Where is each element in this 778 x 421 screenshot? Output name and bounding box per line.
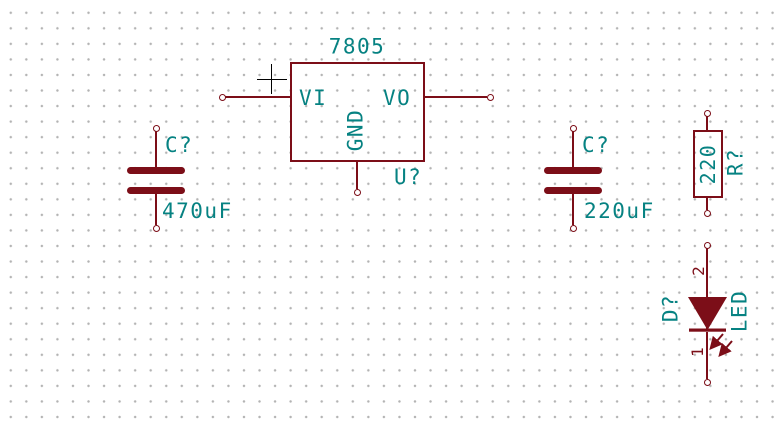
led-triangle[interactable]	[688, 297, 727, 330]
cursor-crosshair-horizontal	[257, 78, 287, 80]
regulator-ref-label[interactable]: U?	[394, 165, 423, 189]
wire-cap2-bottom-lead[interactable]	[572, 194, 574, 225]
wire-led-top-lead[interactable]	[706, 248, 708, 330]
wire-cap1-top-lead[interactable]	[155, 131, 157, 168]
pin-end-cap1-bottom[interactable]	[152, 224, 160, 232]
cap2-value-label[interactable]: 220uF	[584, 199, 655, 223]
pin-end-regulator-output[interactable]	[486, 93, 494, 101]
wire-regulator-ground[interactable]	[356, 162, 358, 189]
resistor-value-label[interactable]: 220	[696, 143, 720, 185]
wire-led-bottom-lead[interactable]	[706, 332, 708, 379]
cap1-top-plate[interactable]	[127, 167, 185, 174]
led-ref-label[interactable]: D?	[658, 293, 683, 323]
pin-end-regulator-ground[interactable]	[353, 188, 361, 196]
led-pin-number-bottom: 1	[688, 347, 707, 357]
cap1-value-label[interactable]: 470uF	[162, 199, 233, 223]
pin-end-cap2-bottom[interactable]	[569, 224, 577, 232]
wire-cap2-top-lead[interactable]	[572, 131, 574, 168]
led-pin-number-top: 2	[689, 266, 708, 276]
regulator-body-box[interactable]	[290, 62, 425, 162]
cap1-bottom-plate[interactable]	[127, 187, 185, 194]
wire-resistor-top-lead[interactable]	[706, 116, 708, 131]
pin-end-led-bottom[interactable]	[703, 378, 711, 386]
resistor-ref-label[interactable]: R?	[723, 147, 748, 177]
regulator-value-label[interactable]: 7805	[328, 34, 386, 59]
cap2-top-plate[interactable]	[544, 167, 602, 174]
wire-regulator-output[interactable]	[425, 96, 487, 98]
cap2-ref-label[interactable]: C?	[582, 133, 611, 157]
regulator-pin-name-vo: VO	[383, 86, 412, 110]
pin-end-resistor-bottom[interactable]	[703, 209, 711, 217]
led-light-arrows-icon	[709, 333, 733, 357]
cap2-bottom-plate[interactable]	[544, 187, 602, 194]
cap1-ref-label[interactable]: C?	[165, 133, 194, 157]
wire-regulator-input[interactable]	[225, 96, 290, 98]
cursor-crosshair-vertical	[270, 64, 272, 94]
wire-resistor-bottom-lead[interactable]	[706, 198, 708, 210]
wire-cap1-bottom-lead[interactable]	[155, 194, 157, 225]
led-symbol-graphic[interactable]	[680, 290, 742, 370]
led-value-label[interactable]: LED	[727, 289, 752, 333]
resistor-body-box[interactable]	[693, 130, 723, 198]
regulator-pin-name-vi: VI	[299, 86, 328, 110]
pin-end-regulator-input[interactable]	[218, 93, 226, 101]
led-cathode-bar[interactable]	[689, 328, 726, 332]
regulator-pin-name-gnd: GND	[343, 108, 368, 152]
